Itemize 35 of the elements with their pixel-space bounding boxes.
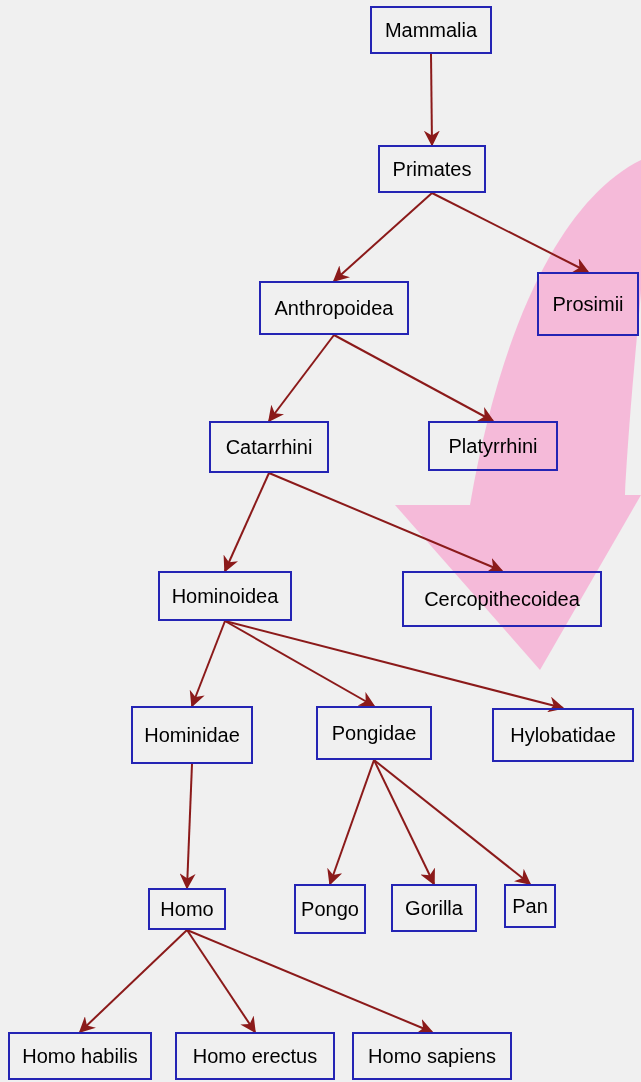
taxon-box: Catarrhini xyxy=(209,421,329,473)
taxon-box: Hominidae xyxy=(131,706,253,764)
arrow xyxy=(423,53,440,147)
taxon-box: Anthropoidea xyxy=(259,281,409,335)
arrow xyxy=(431,192,590,273)
taxon-box: Homo sapiens xyxy=(352,1032,512,1080)
taxon-box: Cercopithecoidea xyxy=(402,571,602,627)
arrow xyxy=(224,620,376,707)
taxon-box: Pan xyxy=(504,884,556,928)
arrow xyxy=(179,763,196,890)
taxon-box: Hylobatidae xyxy=(492,708,634,762)
taxon-box: Gorilla xyxy=(391,884,477,932)
arrow xyxy=(224,620,565,713)
arrow xyxy=(186,929,434,1034)
arrow xyxy=(223,472,270,573)
taxon-box: Prosimii xyxy=(537,272,639,336)
taxon-box: Homo xyxy=(148,888,226,930)
arrow xyxy=(333,334,495,422)
taxon-box: Platyrrhini xyxy=(428,421,558,471)
taxon-box: Mammalia xyxy=(370,6,492,54)
arrow xyxy=(332,192,433,283)
arrow xyxy=(327,759,375,886)
taxon-box: Pongidae xyxy=(316,706,432,760)
taxon-box: Homo habilis xyxy=(8,1032,152,1080)
arrow xyxy=(373,759,532,885)
taxon-box: Primates xyxy=(378,145,486,193)
taxon-box: Pongo xyxy=(294,884,366,934)
arrow xyxy=(268,472,504,573)
arrow xyxy=(189,620,226,708)
taxon-box: Hominoidea xyxy=(158,571,292,621)
arrow xyxy=(186,929,256,1034)
arrow xyxy=(373,759,435,886)
arrow xyxy=(78,929,188,1034)
arrow xyxy=(268,334,335,423)
taxon-box: Homo erectus xyxy=(175,1032,335,1080)
